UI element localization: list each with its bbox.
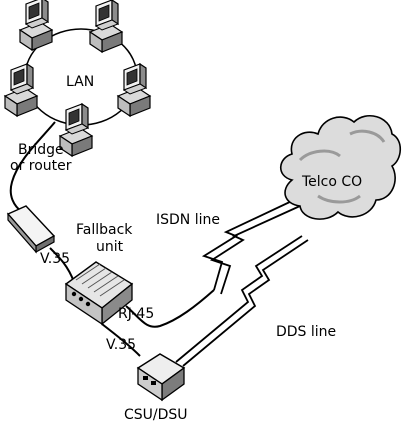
workstation-icon xyxy=(59,103,93,157)
isdn-line xyxy=(201,199,301,295)
bridge-to-fallback-cable xyxy=(49,247,75,283)
bridge-label-line1: Bridge xyxy=(18,142,64,158)
telco-co-label: Telco CO xyxy=(301,174,362,190)
workstation-icon xyxy=(19,0,53,51)
workstation-icon xyxy=(4,63,38,117)
lan-to-bridge-cable xyxy=(9,121,56,213)
rj45-label: RJ-45 xyxy=(118,306,154,322)
rj45-cable xyxy=(125,289,215,328)
bridge-label-line2: or router xyxy=(10,158,72,174)
lan-label: LAN xyxy=(66,74,94,90)
fallback-label-line2: unit xyxy=(96,239,124,255)
fallback-to-csu-cable xyxy=(101,323,141,357)
fallback-label-line1: Fallback xyxy=(76,222,133,238)
csu-dsu-label: CSU/DSU xyxy=(124,407,188,423)
dds-line-label: DDS line xyxy=(276,324,336,340)
telco-co-cloud xyxy=(279,114,402,220)
bridge-router-icon xyxy=(6,205,56,254)
isdn-line-label: ISDN line xyxy=(156,212,220,228)
dds-line xyxy=(175,235,309,367)
v35-top-label: V.35 xyxy=(40,251,70,267)
v35-bottom-label: V.35 xyxy=(106,337,136,353)
workstation-icon xyxy=(117,63,151,117)
fallback-unit-icon xyxy=(64,261,134,326)
csu-dsu-icon xyxy=(136,353,186,402)
workstation-icon xyxy=(89,0,123,53)
